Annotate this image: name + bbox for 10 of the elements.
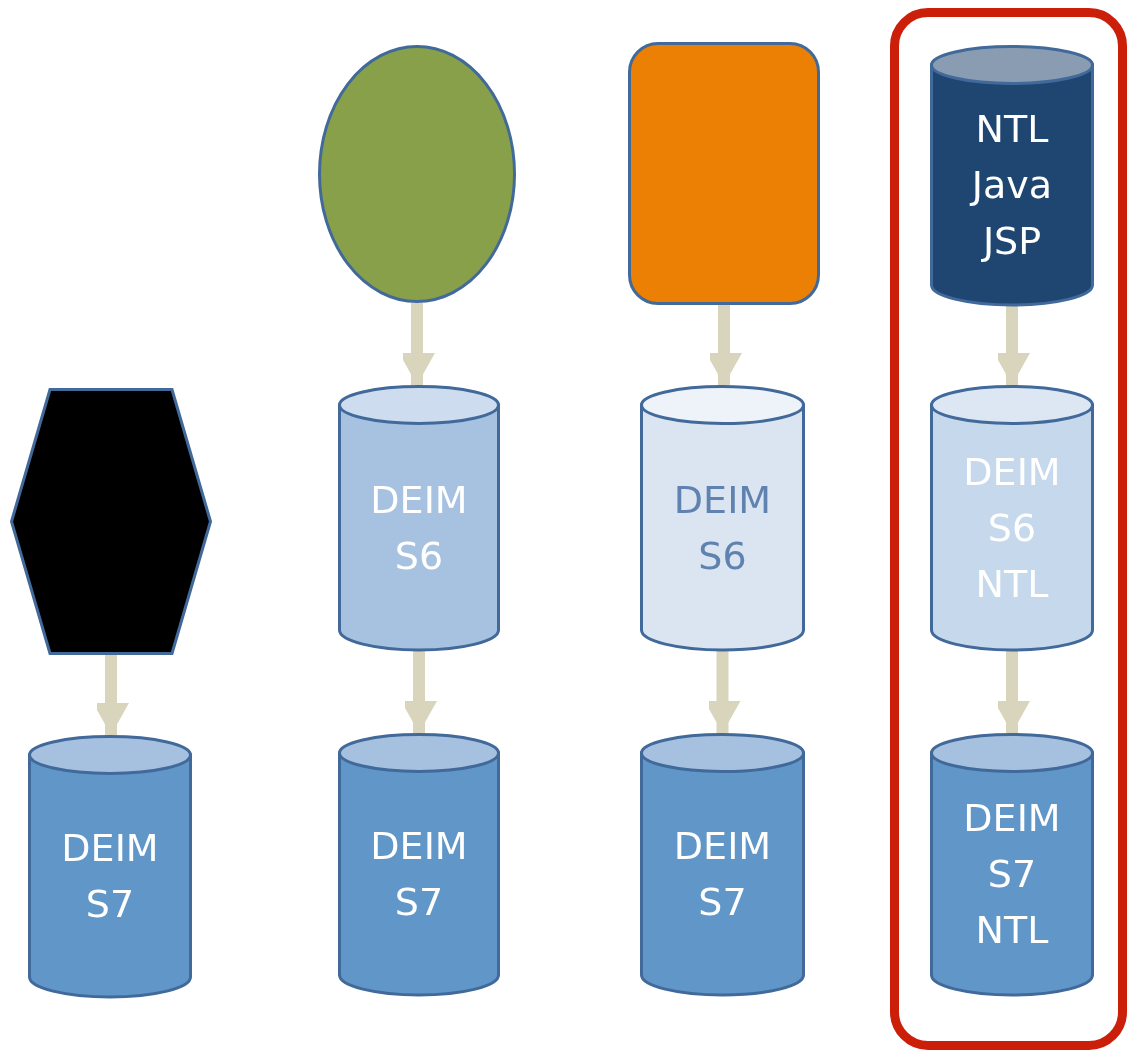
- highlight-frame: [890, 8, 1127, 1050]
- cylinder-label: DEIM S6: [369, 476, 469, 580]
- cylinder-label: DEIM S7: [672, 823, 773, 926]
- cylinder-label: DEIM S7: [60, 825, 160, 928]
- cylinder-label: NTL Java JSP: [968, 106, 1054, 265]
- cylinder-label: DEIM S7 NTL: [962, 795, 1062, 954]
- cylinder-label: DEIM S7: [369, 823, 469, 926]
- cylinder-label: DEIM S6 NTL: [962, 448, 1062, 608]
- rounded-square: [628, 42, 820, 305]
- cylinder-label: DEIM S6: [672, 476, 773, 580]
